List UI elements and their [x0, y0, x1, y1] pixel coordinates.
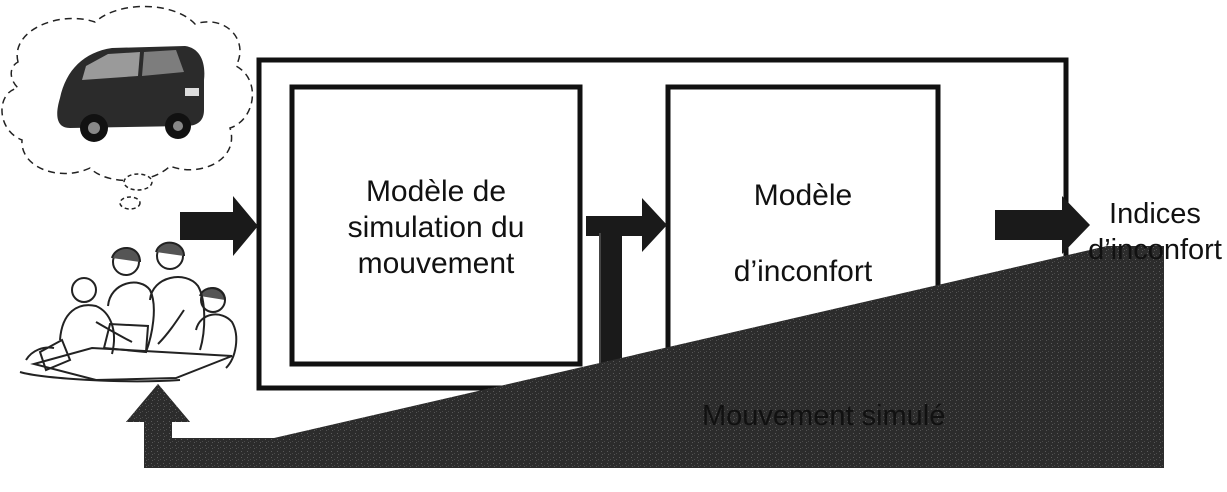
block-inconfort-line-2: d’inconfort — [733, 255, 873, 288]
team-people-icon — [19, 241, 238, 383]
block-simulation — [289, 84, 583, 367]
output-label: Indices d’inconfort — [1080, 196, 1227, 268]
block-simulation-line-3: mouvement — [357, 247, 515, 280]
input-arrow — [180, 196, 258, 256]
car-thought-bubble-icon — [1, 5, 254, 210]
block-inconfort-line-1: Modèle — [753, 179, 853, 212]
output-label-line-1: Indices — [1109, 198, 1201, 230]
branch-label: Mouvement simulé — [702, 400, 946, 432]
feedback-loop-bottom — [144, 438, 1164, 468]
block-simulation-line-1: Modèle de — [365, 175, 507, 208]
output-label-line-2: d’inconfort — [1088, 234, 1222, 266]
block-simulation-label: Modèle de simulation du mouvement — [292, 174, 580, 282]
feedback-up-arrow — [126, 384, 190, 438]
output-arrow — [995, 196, 1090, 254]
sim-to-inconfort-arrow — [586, 198, 667, 252]
block-simulation-line-2: simulation du — [347, 211, 525, 244]
block-inconfort-label: Modèle d’inconfort — [668, 178, 938, 290]
feedback-loop-right — [1107, 246, 1164, 468]
feedback-loop — [126, 246, 1164, 468]
car-icon — [57, 46, 205, 142]
